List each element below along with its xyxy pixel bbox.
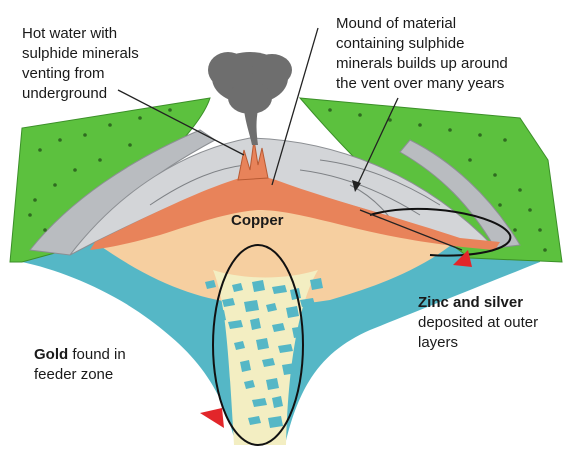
feeder-fragment	[310, 278, 323, 290]
seafloor-dot	[98, 158, 102, 162]
seafloor-dot	[43, 228, 47, 232]
feeder-fragment	[286, 306, 299, 318]
feeder-fragment	[252, 280, 265, 292]
seafloor-dot	[38, 148, 42, 152]
seafloor-dot	[358, 113, 362, 117]
feeder-fragment	[244, 300, 259, 312]
seafloor-dot	[28, 213, 32, 217]
seafloor-dot	[518, 188, 522, 192]
seafloor-dot	[543, 248, 547, 252]
seafloor-dot	[528, 208, 532, 212]
label-mound: Mound of material containing sulphide mi…	[336, 14, 508, 94]
seafloor-dot	[513, 228, 517, 232]
feeder-fragment	[272, 396, 283, 408]
seafloor-dot	[498, 203, 502, 207]
label-copper: Copper	[231, 211, 284, 231]
seafloor-dot	[503, 138, 507, 142]
seafloor-dot	[478, 133, 482, 137]
seafloor-dot	[418, 123, 422, 127]
feeder-fragment	[256, 338, 269, 350]
smoke-plume	[208, 52, 292, 145]
seafloor-dot	[83, 133, 87, 137]
seafloor-dot	[448, 128, 452, 132]
seafloor-dot	[538, 228, 542, 232]
label-hot-water: Hot water with sulphide minerals venting…	[22, 24, 139, 104]
feeder-fragment	[240, 360, 251, 372]
seafloor-dot	[468, 158, 472, 162]
seafloor-dot	[168, 108, 172, 112]
label-zinc-silver: Zinc and silver deposited at outer layer…	[418, 293, 538, 353]
seafloor-dot	[328, 108, 332, 112]
feeder-fragment	[250, 318, 261, 330]
feeder-fragment	[282, 363, 297, 375]
seafloor-dot	[33, 198, 37, 202]
feeder-fragment	[292, 326, 307, 338]
seafloor-dot	[493, 173, 497, 177]
seafloor-dot	[138, 116, 142, 120]
label-gold: Gold found in feeder zone	[34, 345, 126, 385]
seafloor-dot	[58, 138, 62, 142]
gold-marker	[200, 408, 224, 428]
feeder-fragment	[215, 310, 226, 322]
seafloor-dot	[53, 183, 57, 187]
seafloor-dot	[108, 123, 112, 127]
seafloor-dot	[73, 168, 77, 172]
feeder-fragment	[266, 378, 279, 390]
seafloor-dot	[128, 143, 132, 147]
feeder-fragment	[268, 416, 283, 428]
